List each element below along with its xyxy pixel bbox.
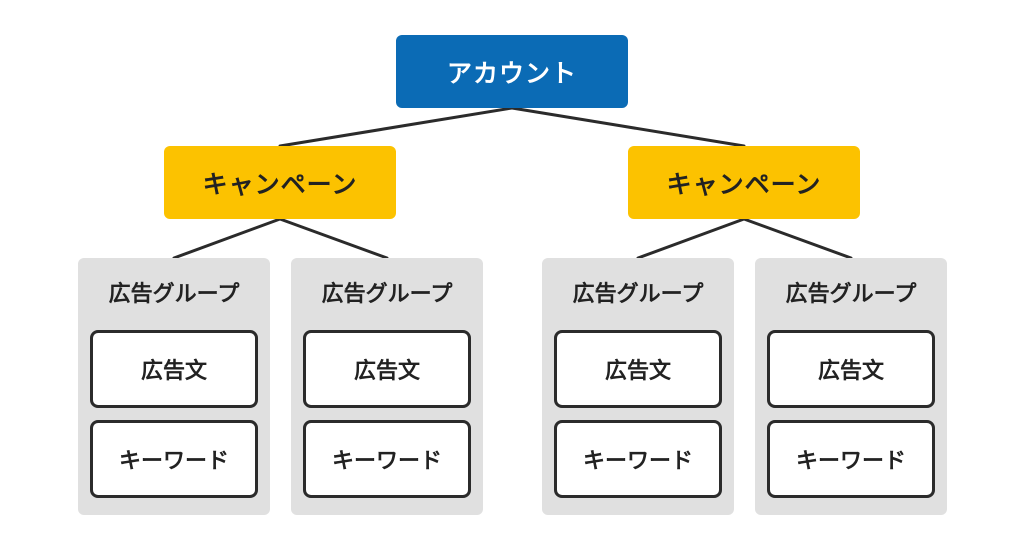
ad-text-node: 広告文 [90, 330, 258, 408]
connector-campaign-left-adgroup-1 [172, 217, 282, 260]
connector-campaign-left-adgroup-2 [278, 217, 389, 260]
ad-group-box: 広告グループ 広告文 キーワード [755, 258, 947, 515]
connector-campaign-right-adgroup-3 [636, 217, 746, 260]
account-node: アカウント [396, 35, 628, 108]
keyword-node: キーワード [303, 420, 471, 498]
keyword-node: キーワード [767, 420, 935, 498]
ad-text-node: 広告文 [767, 330, 935, 408]
ad-group-box: 広告グループ 広告文 キーワード [542, 258, 734, 515]
ad-group-label: 広告グループ [572, 282, 704, 307]
ad-text-node: 広告文 [303, 330, 471, 408]
ad-group-label: 広告グループ [321, 282, 453, 307]
connector-campaign-right-adgroup-4 [742, 217, 853, 260]
ad-group-box: 広告グループ 広告文 キーワード [291, 258, 483, 515]
ad-group-label: 広告グループ [108, 282, 240, 307]
campaign-node: キャンペーン [628, 146, 860, 219]
ad-text-node: 広告文 [554, 330, 722, 408]
connector-account-campaign-right [510, 106, 746, 148]
ad-group-box: 広告グループ 広告文 キーワード [78, 258, 270, 515]
keyword-node: キーワード [554, 420, 722, 498]
connector-account-campaign-left [278, 106, 514, 148]
campaign-node: キャンペーン [164, 146, 396, 219]
ad-group-label: 広告グループ [785, 282, 917, 307]
keyword-node: キーワード [90, 420, 258, 498]
